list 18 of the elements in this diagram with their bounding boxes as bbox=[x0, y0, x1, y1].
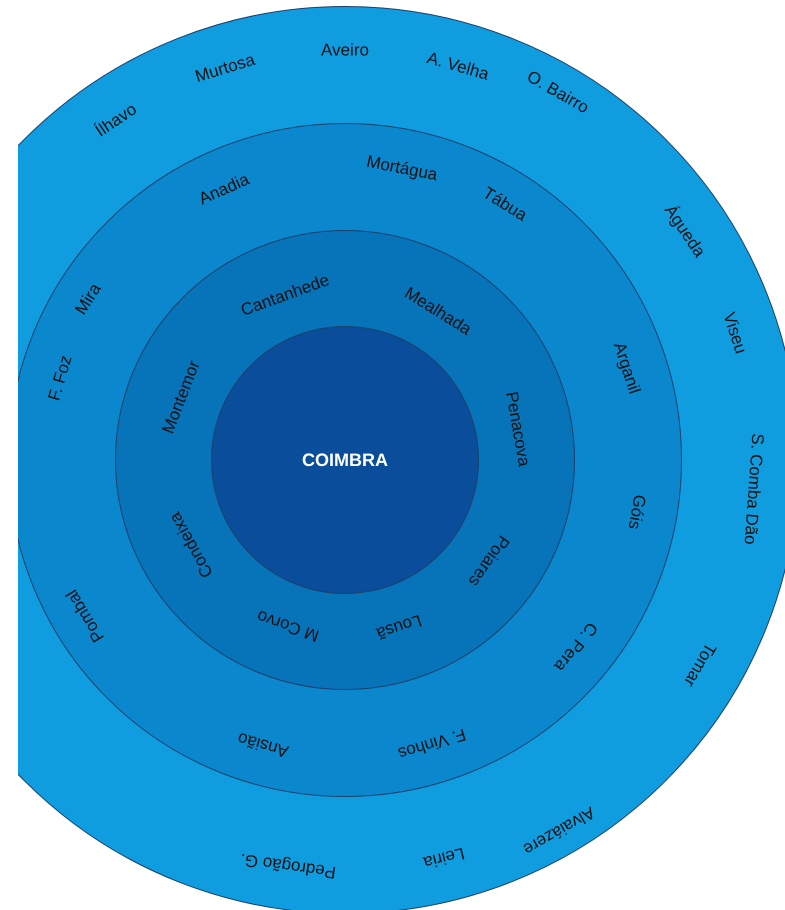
outer-ring bbox=[18, 6, 785, 910]
place-name: S. Comba Dão bbox=[742, 432, 766, 545]
place-name: F. Foz bbox=[44, 354, 74, 403]
place-name: F. Vinhos bbox=[396, 726, 468, 762]
place-name: Murtosa bbox=[193, 50, 257, 86]
place-name: Viseu bbox=[720, 310, 750, 356]
place-name: Pedrogão G. bbox=[239, 850, 337, 882]
center-label: COIMBRA bbox=[302, 451, 388, 469]
place-name: Penacova bbox=[503, 390, 534, 468]
place-name: Mortágua bbox=[364, 153, 439, 184]
place-name: M Corvo bbox=[254, 608, 321, 645]
place-name: Lousã bbox=[374, 612, 424, 643]
place-name: Ansião bbox=[236, 730, 290, 761]
place-name: A. Velha bbox=[425, 48, 491, 83]
place-name: Arganil bbox=[611, 340, 644, 396]
place-name: Góis bbox=[626, 492, 649, 530]
place-name: Leiria bbox=[422, 844, 466, 872]
place-name: Aveiro bbox=[321, 42, 369, 58]
